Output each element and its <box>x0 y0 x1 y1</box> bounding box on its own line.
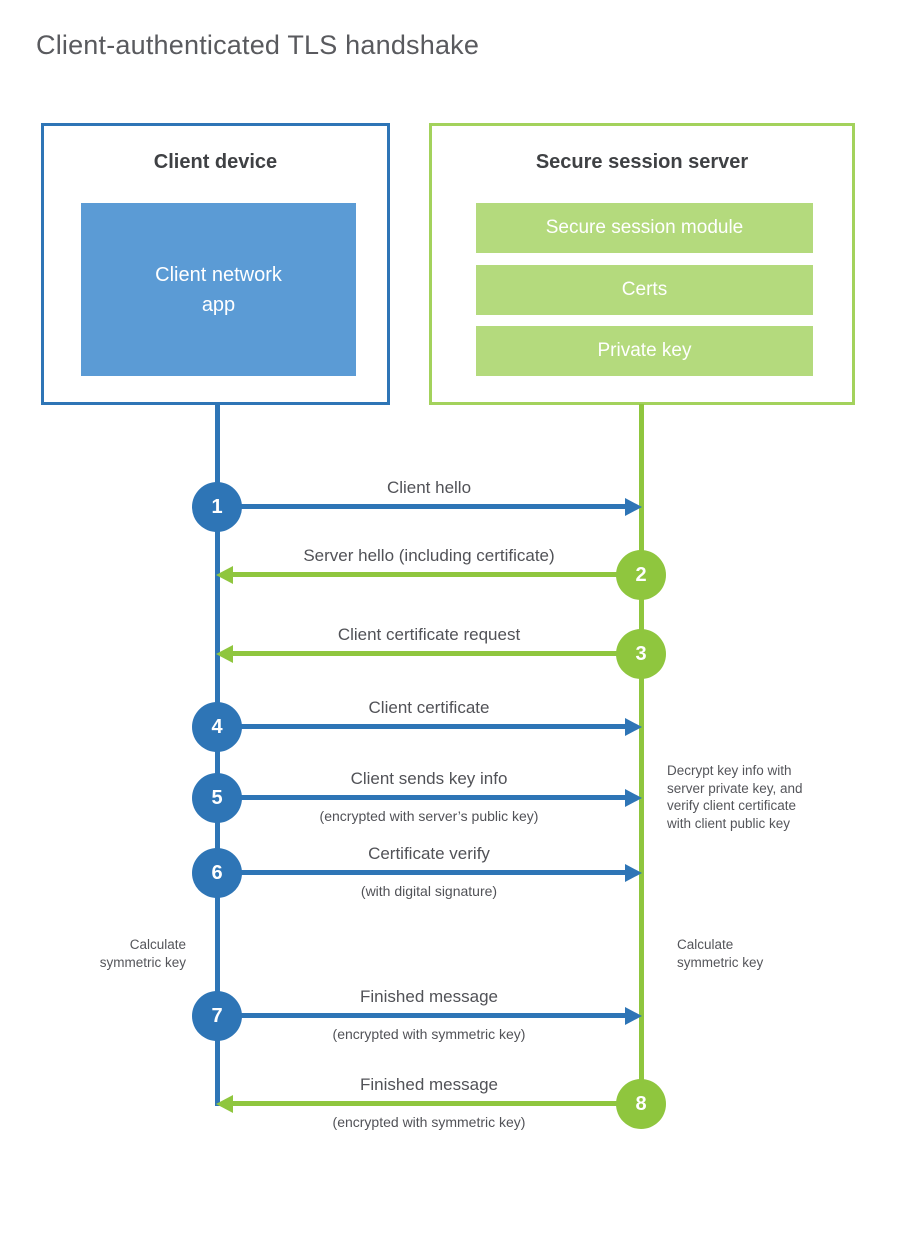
message-6-label: Certificate verify <box>368 844 490 863</box>
server-calculate-symmetric-key-note: Calculate symmetric key <box>677 937 764 970</box>
server-module-secure-session: Secure session module <box>476 203 813 253</box>
message-1-arrowhead-icon <box>625 498 642 516</box>
message-5-arrow <box>218 795 625 800</box>
server-module-certs: Certs <box>476 265 813 315</box>
step-6-circle: 6 <box>192 848 242 898</box>
message-5-subtext: (encrypted with server’s public key) <box>319 808 539 824</box>
message-3-label: Client certificate request <box>337 625 521 644</box>
step-8-number: 8 <box>635 1092 647 1115</box>
message-6-arrow <box>218 870 625 875</box>
step-7-number: 7 <box>211 1004 223 1027</box>
message-3-arrow <box>233 651 618 656</box>
step-3-circle: 3 <box>616 629 666 679</box>
client-device-title: Client device <box>153 151 278 173</box>
secure-session-server-box: Secure session server Secure session mod… <box>429 123 855 405</box>
client-network-app-box: Client network app <box>81 203 356 376</box>
message-2-arrowhead-icon <box>216 566 233 584</box>
message-7-subtext: (encrypted with symmetric key) <box>332 1026 526 1042</box>
message-3-arrowhead-icon <box>216 645 233 663</box>
message-2-arrow <box>233 572 618 577</box>
client-calculate-symmetric-key-note: Calculate symmetric key <box>99 937 186 970</box>
message-6-subtext: (with digital signature) <box>360 883 498 899</box>
message-8-arrow <box>233 1101 618 1106</box>
message-7-arrowhead-icon <box>625 1007 642 1025</box>
message-6-arrowhead-icon <box>625 864 642 882</box>
client-device-box: Client device Client network app <box>41 123 390 405</box>
message-5-label: Client sends key info <box>350 769 508 788</box>
step-4-number: 4 <box>211 715 223 738</box>
step-7-circle: 7 <box>192 991 242 1041</box>
message-1-arrow <box>218 504 625 509</box>
server-module-private-key: Private key <box>476 326 813 376</box>
message-4-arrowhead-icon <box>625 718 642 736</box>
server-decrypt-note: Decrypt key info with server private key… <box>667 763 803 831</box>
message-7-arrow <box>218 1013 625 1018</box>
page-title: Client-authenticated TLS handshake <box>36 30 480 60</box>
message-8-arrowhead-icon <box>216 1095 233 1113</box>
server-title: Secure session server <box>535 151 749 173</box>
step-2-circle: 2 <box>616 550 666 600</box>
message-1-label: Client hello <box>386 478 472 497</box>
step-3-number: 3 <box>635 642 647 665</box>
client-lifeline <box>215 404 220 1106</box>
server-lifeline <box>639 404 644 1104</box>
message-4-arrow <box>218 724 625 729</box>
message-4-label: Client certificate <box>368 698 490 717</box>
step-5-circle: 5 <box>192 773 242 823</box>
message-8-label: Finished message <box>360 1075 498 1094</box>
step-8-circle: 8 <box>616 1079 666 1129</box>
step-5-number: 5 <box>211 786 223 809</box>
step-2-number: 2 <box>635 563 647 586</box>
step-4-circle: 4 <box>192 702 242 752</box>
step-6-number: 6 <box>211 861 223 884</box>
message-7-label: Finished message <box>360 987 498 1006</box>
step-1-number: 1 <box>211 495 223 518</box>
message-8-subtext: (encrypted with symmetric key) <box>332 1114 526 1130</box>
message-2-label: Server hello (including certificate) <box>303 546 555 565</box>
step-1-circle: 1 <box>192 482 242 532</box>
message-5-arrowhead-icon <box>625 789 642 807</box>
